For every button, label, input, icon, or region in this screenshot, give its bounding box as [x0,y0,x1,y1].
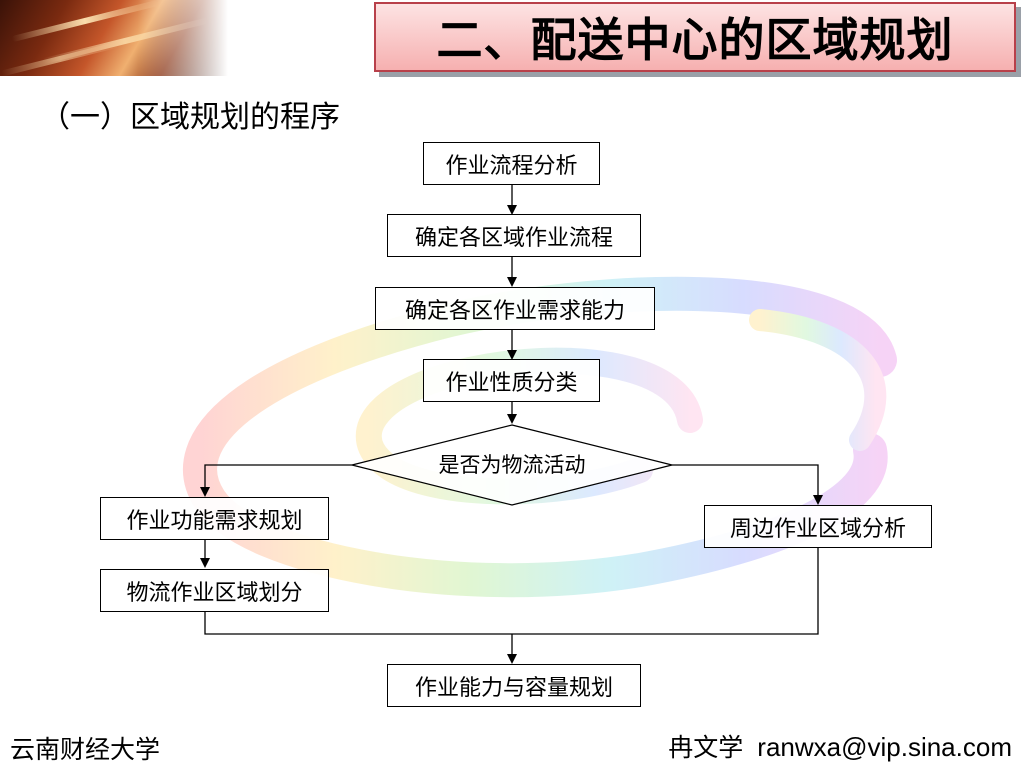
section-subtitle: （一）区域规划的程序 [40,100,340,135]
arrow-decision-to-left [200,464,352,497]
flow-box-capacity-planning: 作业能力与容量规划 [387,664,641,707]
corner-decoration-image [0,0,228,76]
flow-box-logistics-zoning: 物流作业区域划分 [100,569,329,612]
flow-box-area-workflow: 确定各区域作业流程 [387,214,641,257]
flow-box-function-planning: 作业功能需求规划 [100,497,329,540]
slide-title-banner: 二、配送中心的区域规划 [374,2,1016,72]
arrow-decision-to-right [672,464,823,505]
flow-box-operation-classification: 作业性质分类 [423,359,600,402]
decision-label: 是否为物流活动 [438,453,586,477]
footer-email: ranwxa@vip.sina.com [757,732,1012,762]
slide-title: 二、配送中心的区域规划 [436,13,954,67]
flow-box-demand-capacity: 确定各区作业需求能力 [375,287,655,330]
flow-box-workflow-analysis: 作业流程分析 [423,142,600,185]
footer-school: 云南财经大学 [10,735,161,764]
footer-author-block: 冉文学 ranwxa@vip.sina.com [668,728,1012,764]
decision-diamond [351,424,673,506]
flow-box-peripheral-analysis: 周边作业区域分析 [704,505,932,548]
footer-author: 冉文学 [668,733,744,762]
